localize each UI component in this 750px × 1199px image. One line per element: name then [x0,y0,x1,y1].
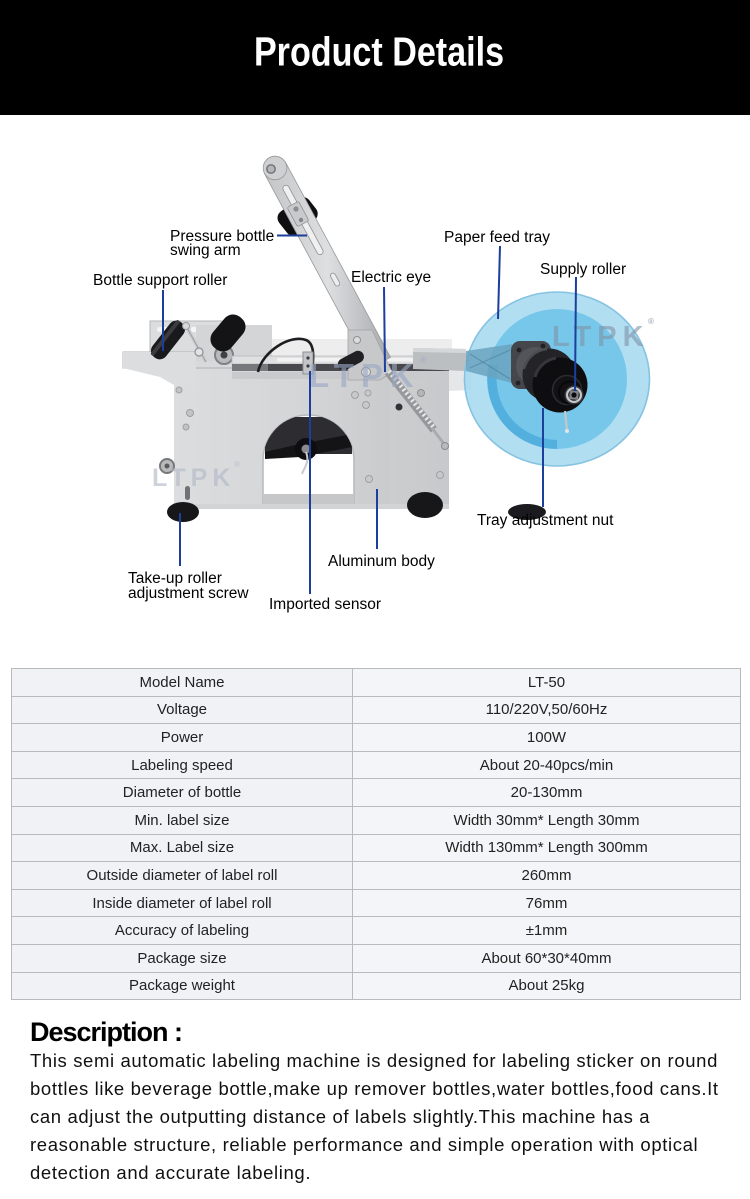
svg-text:Imported sensor: Imported sensor [269,596,381,613]
svg-text:Tray adjustment nut: Tray adjustment nut [477,512,614,529]
svg-text:Supply roller: Supply roller [540,261,626,278]
svg-text:LTPK: LTPK [309,357,421,394]
svg-text:Take-up roller: Take-up roller [128,570,222,587]
svg-text:®: ® [420,355,427,365]
svg-text:Paper feed tray: Paper feed tray [444,229,550,246]
svg-text:®: ® [648,317,654,326]
svg-text:LTPK: LTPK [552,321,650,353]
svg-text:®: ® [234,460,240,469]
svg-text:Pressure bottle: Pressure bottle [170,228,274,245]
svg-text:Electric eye: Electric eye [351,269,431,286]
svg-text:Bottle support roller: Bottle support roller [93,272,227,289]
svg-text:swing arm: swing arm [170,242,241,259]
svg-text:Aluminum body: Aluminum body [328,553,435,570]
svg-text:adjustment screw: adjustment screw [128,585,249,602]
svg-text:LTPK: LTPK [152,464,235,492]
